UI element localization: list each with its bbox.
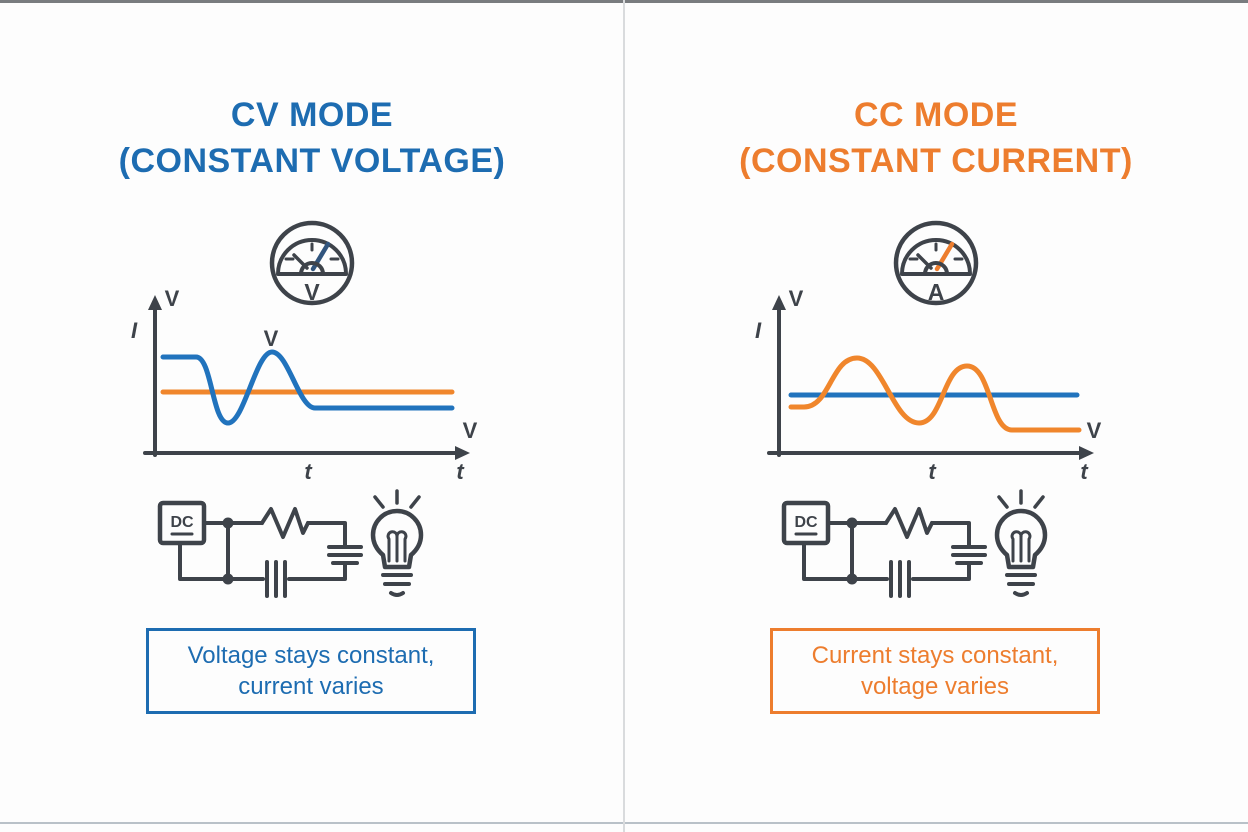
dc-source-label: DC	[794, 514, 818, 531]
cv-panel-title: CV MODE (CONSTANT VOLTAGE)	[0, 92, 624, 184]
wire-bottom-right	[287, 563, 347, 581]
wire-top-right	[306, 521, 347, 547]
cc-title-line1: CC MODE	[853, 96, 1019, 134]
y-axis-arrow-icon	[772, 295, 786, 310]
x-axis-arrow-icon	[455, 446, 470, 460]
gauge-outer-ring	[269, 220, 355, 306]
wire-source-bottom	[802, 541, 854, 581]
resistor	[260, 507, 310, 539]
cv-title-line2: (CONSTANT VOLTAGE)	[118, 142, 506, 180]
cc-circuit-diagram: DC	[781, 489, 1048, 598]
gauge-unit-label: A	[928, 279, 945, 305]
cc-mode-panel: CC MODE (CONSTANT CURRENT) A V I V t t D…	[624, 0, 1248, 832]
wire-bottom-right	[911, 563, 971, 581]
wire-top-right	[930, 521, 971, 547]
cc-current-time-graph: V I V t t	[755, 288, 1102, 483]
light-bulb-icon	[370, 489, 424, 597]
x-axis-mid-label: t	[304, 459, 313, 483]
varying-voltage-curve	[788, 355, 1082, 433]
wire-source-bottom	[178, 541, 230, 581]
voltmeter-gauge-icon: V	[269, 220, 355, 306]
varying-voltage-curve	[160, 349, 455, 426]
light-bulb-icon	[994, 489, 1048, 597]
curve-peak-label: V	[264, 326, 279, 351]
gauge-dial-face	[276, 238, 348, 276]
cv-circuit-diagram: DC	[157, 489, 424, 598]
y-axis-top-label: V	[165, 288, 180, 311]
y-axis-arrow-icon	[148, 295, 162, 310]
gauge-hub	[923, 261, 949, 276]
dc-source-label: DC	[170, 514, 194, 531]
ammeter-gauge-icon: A	[893, 220, 979, 306]
x-axis-tip-label: t	[456, 459, 465, 483]
gauge-unit-label: V	[304, 279, 320, 305]
x-axis-arrow-icon	[1079, 446, 1094, 460]
panel-divider	[623, 0, 625, 832]
y-axis-side-label: I	[755, 318, 762, 343]
resistor	[884, 507, 934, 539]
cv-mode-panel: CV MODE (CONSTANT VOLTAGE) V V I V V t t…	[0, 92, 624, 714]
cv-voltage-time-graph: V I V V t t	[131, 288, 478, 483]
x-axis-end-label: V	[1087, 418, 1102, 443]
y-axis-top-label: V	[789, 288, 804, 311]
cc-title-line2: (CONSTANT CURRENT)	[739, 142, 1133, 180]
cc-caption-line1: Current stays constant,	[811, 642, 1059, 669]
cv-caption-line1: Voltage stays constant,	[187, 642, 435, 669]
cc-caption-box: Current stays constant, voltage varies	[770, 628, 1100, 714]
cv-caption-box: Voltage stays constant, current varies	[146, 628, 476, 714]
cc-panel-title: CC MODE (CONSTANT CURRENT)	[624, 92, 1248, 184]
cv-title-line1: CV MODE	[230, 96, 394, 134]
cv-caption-line2: current varies	[238, 673, 384, 700]
cc-caption-line2: voltage varies	[860, 673, 1010, 700]
gauge-outer-ring	[893, 220, 979, 306]
x-axis-tip-label: t	[1080, 459, 1089, 483]
x-axis-end-label: V	[463, 418, 478, 443]
junction-dot-top	[222, 517, 234, 529]
junction-dot-top	[846, 517, 858, 529]
y-axis-side-label: I	[131, 318, 138, 343]
gauge-hub	[299, 261, 325, 276]
gauge-dial-face	[900, 238, 972, 276]
x-axis-mid-label: t	[928, 459, 937, 483]
